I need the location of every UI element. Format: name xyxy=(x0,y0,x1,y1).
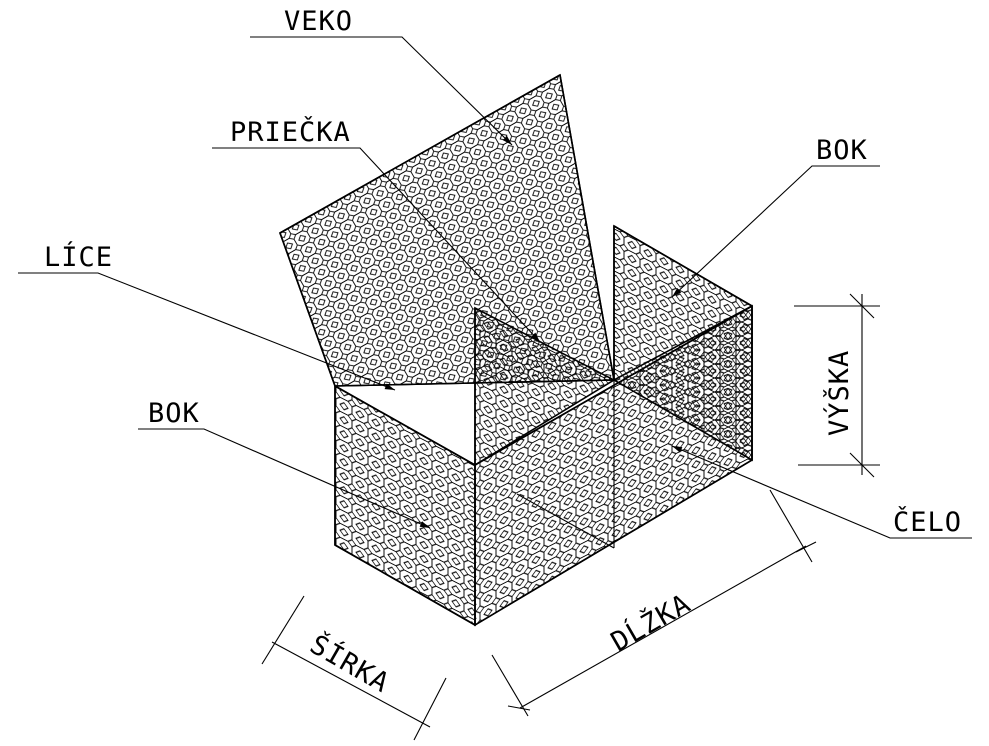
left-side-panel xyxy=(334,384,476,627)
edge-left-top xyxy=(334,385,476,466)
leader-priecka xyxy=(212,147,541,343)
label-vyska: VÝŠKA xyxy=(823,350,855,436)
label-dlzka: DĹŽKA xyxy=(606,587,697,658)
label-bok-left: BOK xyxy=(148,398,200,429)
lid-outline xyxy=(279,74,615,387)
leader-lice xyxy=(18,272,396,391)
label-sirka: ŠÍRKA xyxy=(305,628,396,699)
leader-bok-right xyxy=(671,165,880,298)
leader-bok-left xyxy=(138,428,431,529)
label-lice: LÍCE xyxy=(44,241,113,273)
dimension-length xyxy=(491,489,817,717)
dimension-height xyxy=(794,293,880,478)
edge-interior-floor xyxy=(516,493,615,549)
leader-celo xyxy=(671,445,972,539)
label-priecka: PRIEČKA xyxy=(230,116,351,148)
label-veko: VEKO xyxy=(284,6,353,37)
edge-inner-bottom xyxy=(613,305,753,381)
label-bok-right: BOK xyxy=(816,135,868,166)
label-celo: ČELO xyxy=(893,506,962,538)
leader-veko xyxy=(250,36,513,146)
dimension-width xyxy=(261,595,447,741)
